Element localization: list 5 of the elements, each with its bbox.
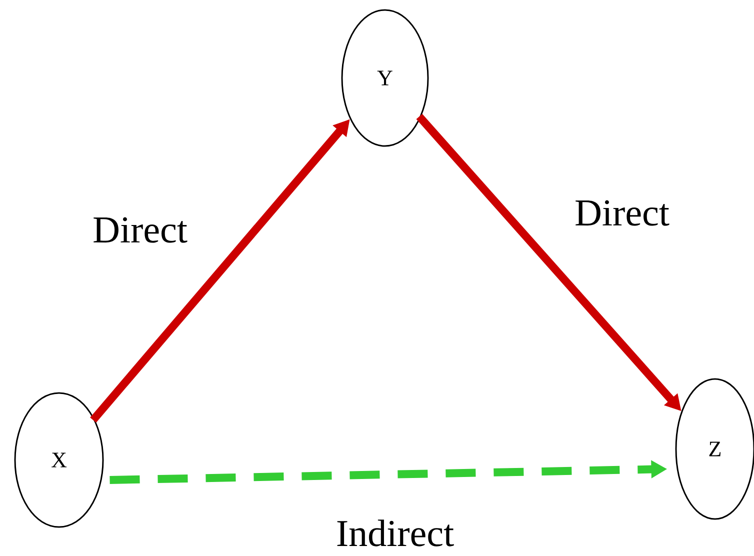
edge-label: Direct [92, 216, 188, 244]
edge-label: Direct [574, 199, 670, 227]
ellipse-node: Y [341, 9, 429, 147]
ellipse-node: X [14, 392, 104, 528]
edge-label: Indirect [334, 518, 456, 548]
